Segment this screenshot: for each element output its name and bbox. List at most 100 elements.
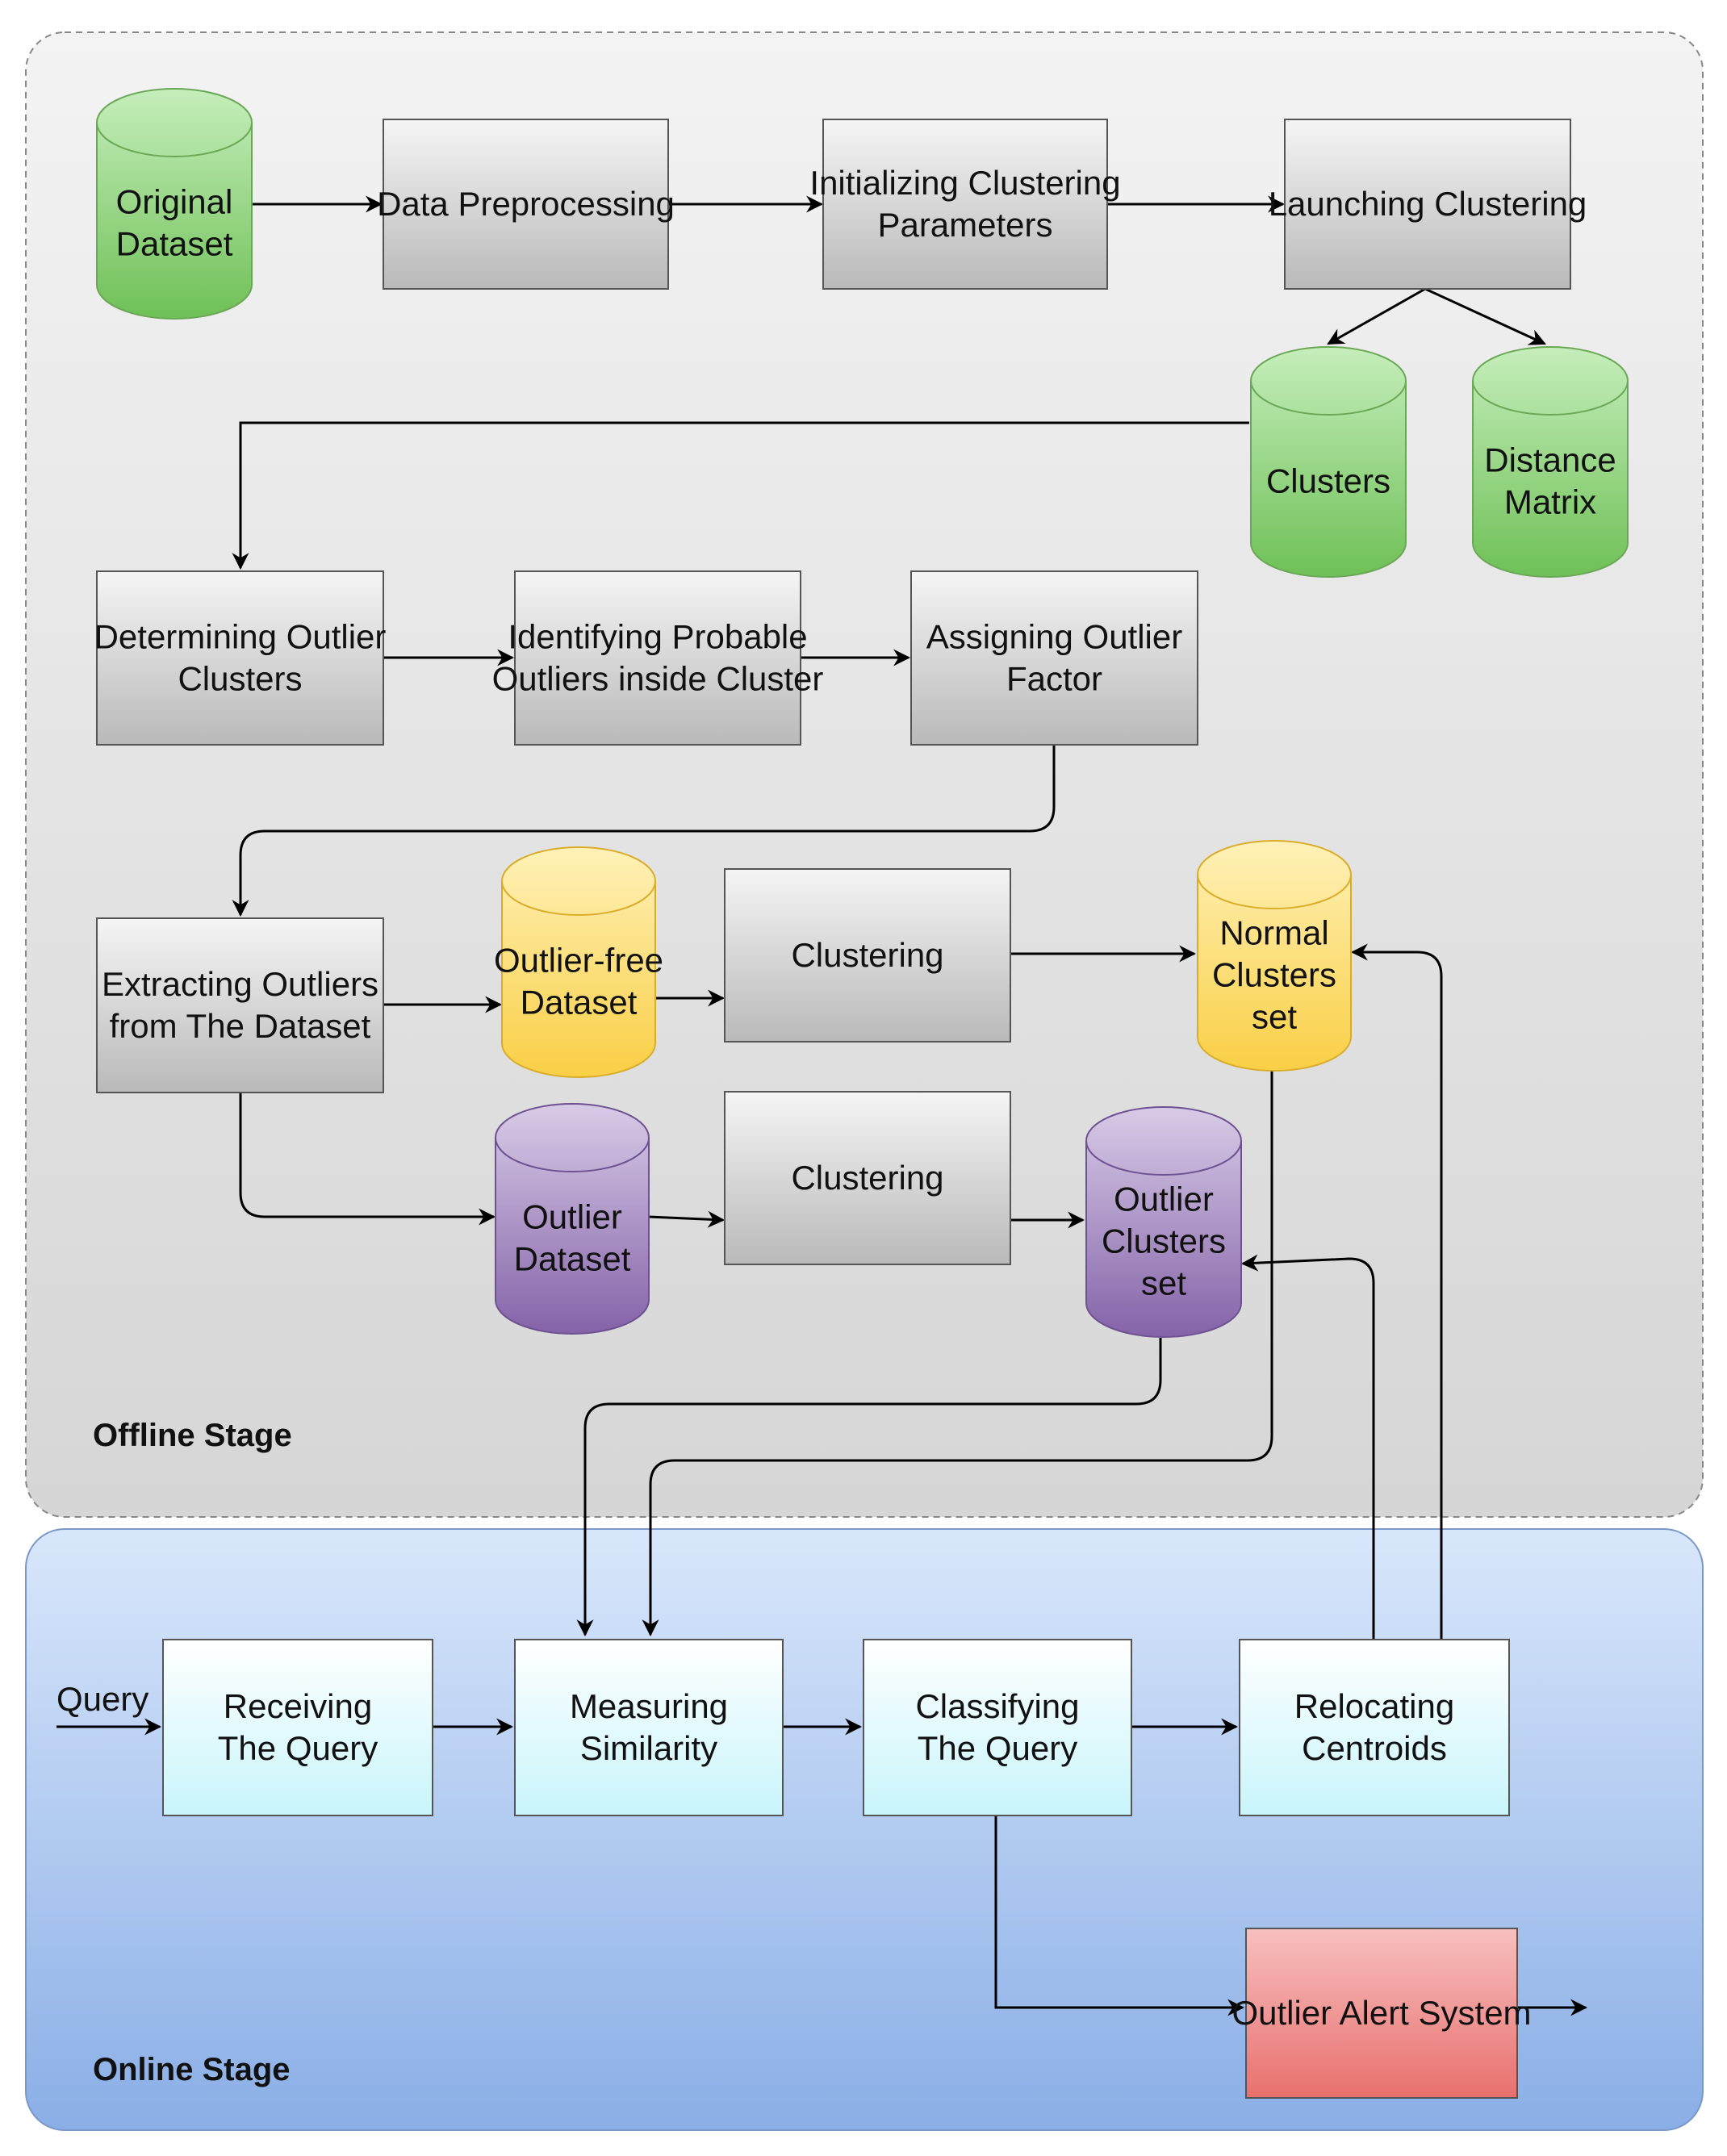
clustering-normal: Clustering (724, 868, 1011, 1042)
distance-matrix-label-1: Distance (1484, 441, 1616, 479)
identifying-probable-label-2: Outliers inside Cluster (492, 660, 824, 698)
data-preprocessing-label-1: Data Preprocessing (377, 185, 675, 223)
outlier-dataset-cylinder-body (495, 1103, 650, 1335)
outlier-clusters-set-label-2: Clusters (1102, 1222, 1226, 1260)
init-clustering-label-2: Parameters (877, 206, 1052, 244)
receiving-query-shape (162, 1639, 433, 1816)
edge-clusters-to-determining (232, 421, 1249, 570)
determining-outlier-label-2: Clusters (178, 660, 302, 698)
determining-outlier-label-1: Determining Outlier (94, 618, 387, 656)
outlier-clusters-set-cylinder-body (1085, 1106, 1242, 1338)
outlier-clusters-set-label-1: Outlier (1114, 1180, 1214, 1218)
init-clustering-shape (822, 119, 1108, 290)
outlier-alert-label-1: Outlier Alert System (1231, 1994, 1531, 2032)
original-dataset-label-2: Dataset (116, 225, 233, 263)
receiving-query-label-2: The Query (218, 1729, 378, 1767)
data-preprocessing: Data Preprocessing (377, 119, 675, 290)
relocating-centroids-shape (1239, 1639, 1510, 1816)
clusters-cylinder-body (1250, 346, 1407, 578)
clustering-outlier-label-1: Clustering (791, 1159, 943, 1197)
clusters: Clusters (1250, 346, 1407, 578)
distance-matrix-cylinder-rim (1472, 380, 1629, 416)
edge-launching-to-distance (1424, 287, 1546, 345)
original-dataset-label-1: Original (116, 183, 233, 221)
edge-outlierclusters-to-measuring (576, 1338, 1162, 1637)
extracting-outliers-shape (96, 917, 384, 1093)
assigning-factor-label-1: Assigning Outlier (926, 618, 1182, 656)
distance-matrix-label-2: Matrix (1504, 483, 1596, 521)
extracting-outliers: Extracting Outliers from The Dataset (96, 917, 384, 1093)
identifying-probable-shape (514, 570, 801, 746)
outlier-alert: Outlier Alert System (1231, 1928, 1532, 2099)
clustering-outlier: Clustering (724, 1091, 1011, 1265)
normal-clusters-set-cylinder-rim (1197, 874, 1352, 909)
edge-outlierdataset-to-clustering (648, 1210, 726, 1228)
extracting-outliers-label-2: from The Dataset (110, 1007, 371, 1045)
receiving-query-label-1: Receiving (224, 1687, 372, 1725)
query-label-1: Query (56, 1680, 148, 1718)
launching-clustering: Launching Clustering (1269, 119, 1587, 290)
normal-clusters-set-cylinder-body (1197, 840, 1352, 1072)
outlier-dataset-label-1: Outlier (522, 1198, 622, 1236)
outlier-free-dataset-cylinder-body (501, 846, 656, 1078)
init-clustering-label-1: Initializing Clustering (809, 164, 1120, 202)
original-dataset-cylinder-rim (96, 122, 253, 157)
outlier-clusters-set-label-3: set (1141, 1264, 1186, 1302)
edge-assigning-to-extracting (232, 745, 1056, 917)
normal-clusters-set-label-2: Clusters (1212, 956, 1336, 994)
outlier-clusters-set-cylinder-rim (1085, 1140, 1242, 1176)
relocating-centroids-label-1: Relocating (1294, 1687, 1454, 1725)
edge-normal-to-measuring (642, 1070, 1273, 1637)
clusters-label-1: Clusters (1266, 462, 1390, 500)
extracting-outliers-label-1: Extracting Outliers (102, 965, 378, 1003)
online-stage-label: Online Stage (93, 2052, 291, 2087)
normal-clusters-set-label-3: set (1252, 998, 1297, 1036)
edges (56, 195, 1588, 2016)
outlier-free-dataset-label-2: Dataset (521, 984, 638, 1022)
outlier-dataset-label-2: Dataset (514, 1240, 631, 1278)
outlier-free-dataset-cylinder-rim (501, 880, 656, 916)
outlier-free-dataset-label-1: Outlier-free (494, 942, 663, 980)
determining-outlier-shape (96, 570, 384, 746)
classifying-query-shape (863, 1639, 1132, 1816)
assigning-factor-shape (910, 570, 1198, 746)
measuring-similarity-label-1: Measuring (570, 1687, 728, 1725)
classifying-query-label-2: The Query (918, 1729, 1077, 1767)
relocating-centroids-label-2: Centroids (1302, 1729, 1447, 1767)
edge-classifying-to-alert (994, 1815, 1245, 2016)
edge-extracting-to-outlierdataset (239, 1093, 496, 1226)
clustering-normal-label-1: Clustering (791, 936, 943, 974)
edge-relocating-to-normal (1350, 943, 1443, 1640)
query: Query (56, 1680, 148, 1718)
edge-relocating-to-outlierclusters (1240, 1254, 1375, 1640)
measuring-similarity-label-2: Similarity (580, 1729, 717, 1767)
data-preprocessing-shape (383, 119, 669, 290)
clusters-cylinder-rim (1250, 380, 1407, 416)
classifying-query-label-1: Classifying (915, 1687, 1079, 1725)
launching-clustering-label-1: Launching Clustering (1269, 185, 1587, 223)
identifying-probable-label-1: Identifying Probable (508, 618, 807, 656)
launching-clustering-shape (1284, 119, 1571, 290)
original-dataset-cylinder-body (96, 88, 253, 320)
measuring-similarity-shape (514, 1639, 784, 1816)
edge-launching-to-clusters (1327, 287, 1426, 345)
normal-clusters-set-label-1: Normal (1219, 914, 1328, 952)
outlier-alert-shape (1245, 1928, 1518, 2099)
assigning-factor-label-2: Factor (1006, 660, 1102, 698)
